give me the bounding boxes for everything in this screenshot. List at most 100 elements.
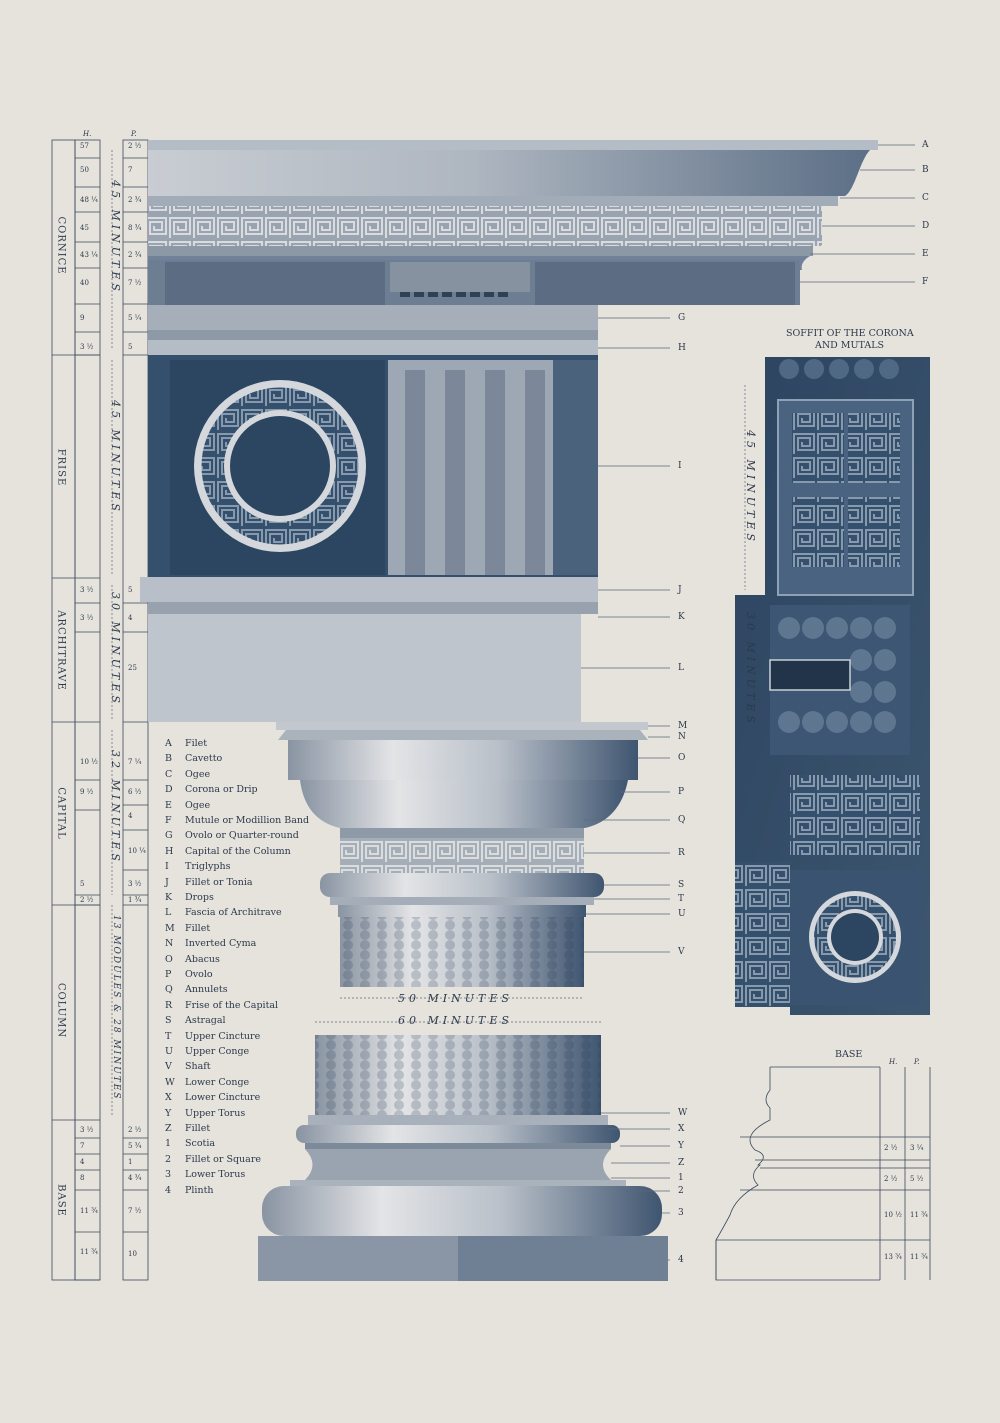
- p-value: 2 ½: [128, 142, 142, 150]
- column-letter-s: S: [678, 880, 685, 890]
- legend-name: Frise of the Capital: [185, 999, 279, 1011]
- legend-key: 2: [165, 1153, 172, 1165]
- p-value: 2 ½: [128, 1126, 142, 1134]
- legend-name: Ogee: [185, 799, 211, 811]
- p-value: 1 ¾: [128, 896, 142, 904]
- legend-key: N: [165, 938, 174, 950]
- legend-key: Q: [165, 984, 173, 996]
- column-letter-t: T: [678, 894, 685, 904]
- h-value: 11 ¾: [80, 1207, 98, 1215]
- legend-name: Astragal: [185, 1015, 226, 1027]
- h-value: 57: [80, 142, 89, 150]
- h-value: 3 ½: [80, 343, 94, 351]
- cornice: [148, 140, 878, 355]
- column-letter-x: X: [678, 1124, 685, 1134]
- legend-key: V: [165, 1061, 172, 1073]
- measurement-table: [51, 139, 149, 1281]
- p-value: 10: [128, 1250, 137, 1258]
- legend-name: Shaft: [185, 1061, 211, 1073]
- h-value: 10 ½: [80, 758, 98, 766]
- legend-key: J: [165, 876, 169, 888]
- legend-key: P: [165, 969, 172, 980]
- p-value: 2 ¾: [128, 251, 142, 259]
- section-label-column: COLUMN: [55, 982, 67, 1039]
- legend-key: C: [165, 768, 173, 780]
- column-letter-4: 4: [678, 1255, 684, 1265]
- p-value: 25: [128, 664, 137, 672]
- section-label-frise: FRISE: [55, 448, 67, 487]
- legend-item: N Inverted Cyma: [165, 936, 256, 951]
- column-letter-m: M: [678, 721, 688, 731]
- h-value: 40: [80, 279, 89, 287]
- legend-name: Abacus: [185, 953, 220, 965]
- column-letter-u: U: [678, 909, 686, 919]
- h-value: 8: [80, 1174, 85, 1182]
- legend-name: Upper Conge: [185, 1046, 250, 1057]
- column-letter-1: 1: [678, 1173, 684, 1183]
- legend-name: Corona or Drip: [185, 784, 258, 796]
- minutes-frise: 45 MINUTES: [109, 400, 122, 515]
- section-label-base: BASE: [55, 1184, 67, 1217]
- legend-name: Cavetto: [185, 753, 223, 765]
- p-value: 7: [128, 166, 133, 174]
- minutes-shaft-bottom: 60 MINUTES: [398, 1014, 513, 1027]
- p-value: 10 ¼: [128, 847, 146, 855]
- legend-key: S: [165, 1015, 172, 1027]
- column-letter-r: R: [678, 848, 685, 858]
- column-letter-v: V: [678, 947, 685, 957]
- legend-key: U: [165, 1046, 174, 1057]
- base-detail-p-value: 11 ¾: [910, 1211, 928, 1219]
- h-value: 11 ¾: [80, 1248, 98, 1256]
- minutes-column: 13 MODULES & 28 MINUTES: [111, 915, 121, 1101]
- h-value: 3 ½: [80, 1126, 94, 1134]
- legend-name: Inverted Cyma: [185, 938, 257, 950]
- minutes-cornice: 45 MINUTES: [109, 180, 122, 295]
- h-value: 7: [80, 1142, 85, 1150]
- legend-key: I: [165, 861, 169, 873]
- legend-name: Capital of the Column: [185, 845, 291, 857]
- entablature-letter-c: C: [922, 193, 929, 203]
- legend-key: Z: [165, 1123, 172, 1134]
- legend-name: Fillet: [185, 922, 211, 934]
- h-value: 45: [80, 224, 89, 232]
- legend-name: Mutule or Modillion Band: [185, 815, 310, 826]
- section-label-capital: CAPITAL: [55, 787, 67, 840]
- legend-key: O: [165, 953, 173, 965]
- p-value: 5: [128, 586, 133, 594]
- legend-name: Lower Torus: [185, 1169, 246, 1181]
- h-value: 50: [80, 166, 89, 174]
- legend-key: 1: [165, 1138, 172, 1150]
- h-value: 9 ½: [80, 788, 94, 796]
- entablature-letter-g: G: [678, 313, 686, 323]
- soffit-title-line1: SOFFIT OF THE CORONA: [786, 328, 914, 339]
- column-letter-o: O: [678, 753, 686, 763]
- p-value: 8 ¾: [128, 224, 142, 232]
- h-value: 5: [80, 880, 85, 888]
- legend-name: Ovolo or Quarter-round: [185, 830, 299, 842]
- column-letter-p: P: [678, 787, 685, 797]
- base-detail-h-value: 2 ½: [884, 1144, 898, 1152]
- h-value: 48 ¼: [80, 196, 98, 204]
- p-value: 7 ½: [128, 1207, 142, 1215]
- legend-name: Drops: [185, 892, 214, 903]
- column-base: [258, 1115, 668, 1281]
- legend-name: Triglyphs: [185, 861, 231, 873]
- minutes-shaft-top: 50 MINUTES: [398, 992, 513, 1005]
- legend-name: Lower Cincture: [185, 1092, 261, 1104]
- base-detail-h-value: 13 ¾: [884, 1253, 902, 1261]
- entablature-letter-j: J: [678, 585, 682, 595]
- legend-name: Lower Conge: [185, 1076, 250, 1088]
- minutes-soffit-upper: 45 MINUTES: [744, 430, 757, 545]
- legend-name: Ogee: [185, 768, 211, 780]
- entablature-letter-i: I: [678, 461, 682, 471]
- entablature-letter-e: E: [922, 249, 929, 259]
- entablature-letter-h: H: [678, 343, 686, 353]
